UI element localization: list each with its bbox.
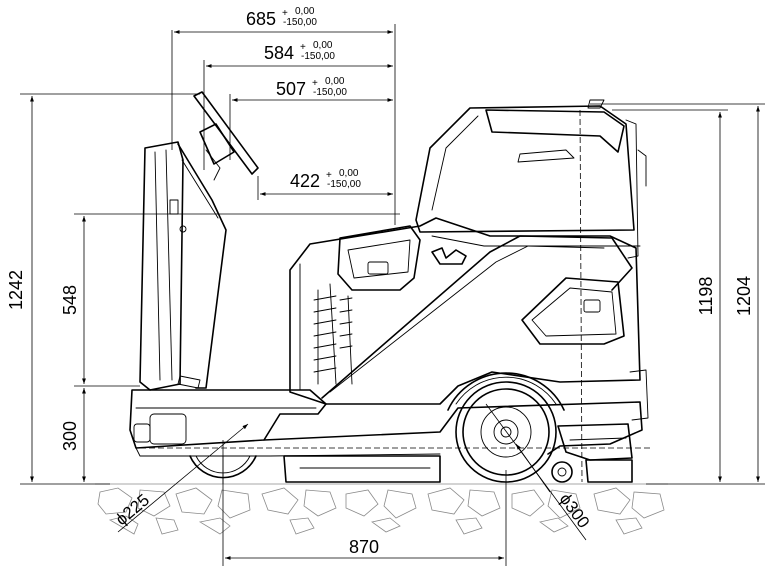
dim-584-value: 584: [264, 43, 294, 63]
dim-584: 584 + 0,00 -150,00: [264, 40, 335, 63]
dim-507-lower: -150,00: [313, 87, 347, 98]
dim-507-upper: 0,00: [325, 76, 345, 87]
ground-surface: [95, 483, 668, 535]
dim-422-lower: -150,00: [327, 179, 361, 190]
dim-422-plus: +: [326, 170, 332, 181]
dim-1242-label: 1242: [6, 270, 26, 310]
dim-685-plus: +: [282, 8, 288, 19]
dim-870-label: 870: [349, 537, 379, 557]
dim-507-plus: +: [312, 78, 318, 89]
front-wheel-diameter-label: ϕ225: [112, 490, 153, 529]
dim-507: 507 + 0,00 -150,00: [276, 76, 347, 99]
dim-422: 422 + 0,00 -150,00: [290, 168, 361, 191]
dim-1204-label: 1204: [734, 276, 754, 316]
dim-685: 685 + 0,00 -150,00: [246, 6, 317, 29]
rear-wheel-diameter-label: ϕ300: [556, 490, 594, 532]
dim-685-value: 685: [246, 9, 276, 29]
dimension-lines: [20, 24, 765, 566]
dim-685-upper: 0,00: [295, 6, 315, 17]
dim-422-upper: 0,00: [339, 168, 359, 179]
dim-507-value: 507: [276, 79, 306, 99]
dim-685-lower: -150,00: [283, 17, 317, 28]
dim-300-label: 300: [60, 421, 80, 451]
dim-584-upper: 0,00: [313, 40, 333, 51]
scrubber-machine: [129, 91, 649, 483]
dim-422-value: 422: [290, 171, 320, 191]
dim-584-lower: -150,00: [301, 51, 335, 62]
dim-584-plus: +: [300, 42, 306, 53]
dim-548-label: 548: [60, 285, 80, 315]
dim-1198-label: 1198: [696, 277, 716, 316]
rear-wheel: [447, 372, 565, 483]
